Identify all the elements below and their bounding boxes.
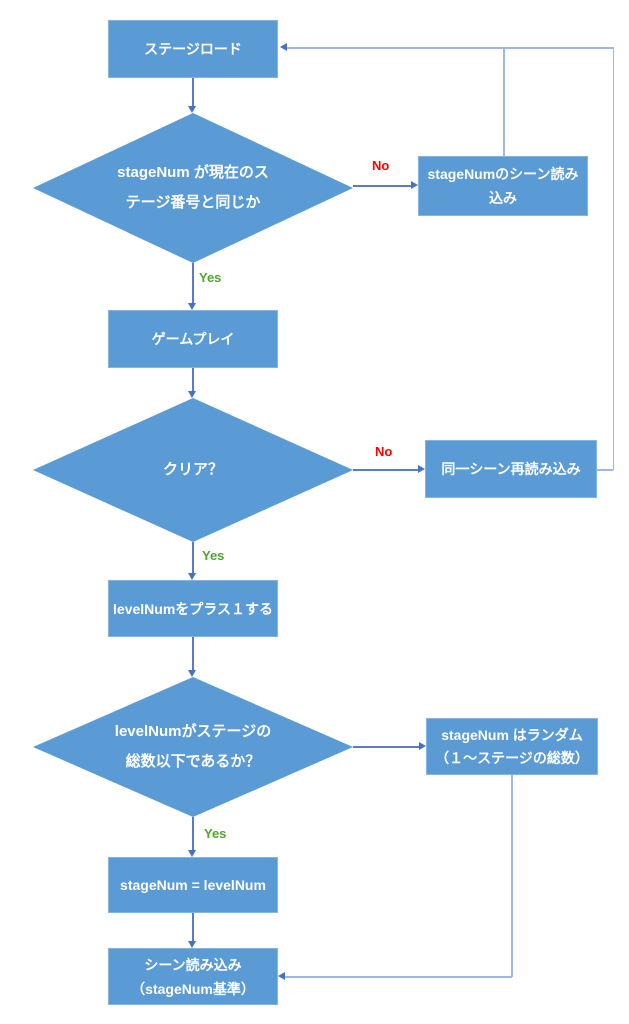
arrowhead-down-icon <box>188 670 196 677</box>
arrowhead-left-icon <box>278 972 285 980</box>
edge-label-no-2: No <box>375 444 393 459</box>
node-load-scene-line2: （stageNum基準） <box>131 980 255 997</box>
connector-clear-to-increment-yes <box>192 542 194 574</box>
loop-reload-stub <box>597 469 613 471</box>
arrowhead-right-icon <box>419 742 426 750</box>
arrowhead-down-icon <box>188 850 196 857</box>
decision-check-levelnum-line2: 総数以下であるか？ <box>125 753 261 770</box>
node-increment-levelnum-label: levelNumをプラス１する <box>113 600 273 617</box>
node-game-play-label: ゲームプレイ <box>151 331 235 347</box>
arrowhead-down-icon <box>188 391 196 398</box>
loop-right-vertical <box>612 47 614 470</box>
node-random-stagenum-line2: （１～ステージの総数） <box>435 749 589 766</box>
node-load-stagenum-scene: stageNumのシーン読み 込み <box>418 156 588 216</box>
loop-random-down <box>511 775 513 977</box>
connector-check-to-loadscene-no <box>353 185 411 187</box>
connector-checklevel-to-assign-yes <box>192 817 194 851</box>
decision-check-stagenum: stageNum が現在のス テージ番号と同じか <box>33 113 353 263</box>
node-reload-same-scene: 同一シーン再読み込み <box>425 440 597 498</box>
node-load-stagenum-scene-line1: stageNumのシーン読み <box>427 166 579 182</box>
arrowhead-down-icon <box>188 941 196 948</box>
edge-label-yes-3: Yes <box>204 826 227 841</box>
loop-random-horizontal <box>285 976 512 978</box>
connector-stageload-to-check <box>192 78 194 107</box>
node-increment-levelnum: levelNumをプラス１する <box>108 580 278 637</box>
decision-check-stagenum-line1: stageNum が現在のス <box>117 164 269 181</box>
loop-stagenumscene-up <box>503 48 505 156</box>
node-stage-load: ステージロード <box>108 20 278 78</box>
node-stage-load-label: ステージロード <box>144 41 242 57</box>
edge-label-no-1: No <box>372 158 390 173</box>
decision-check-levelnum-line1: levelNumがステージの <box>114 723 272 740</box>
decision-check-stagenum-line2: テージ番号と同じか <box>125 194 261 211</box>
node-game-play: ゲームプレイ <box>108 310 278 368</box>
node-random-stagenum-line1: stageNum はランダム <box>441 726 583 743</box>
decision-check-clear-label: クリア？ <box>162 461 223 478</box>
edge-label-yes-1: Yes <box>199 270 222 285</box>
connector-assign-to-loadscene <box>192 913 194 942</box>
arrowhead-down-icon <box>188 106 196 113</box>
edge-label-yes-2: Yes <box>202 548 225 563</box>
node-reload-same-scene-label: 同一シーン再読み込み <box>441 461 581 477</box>
arrowhead-down-icon <box>188 573 196 580</box>
loop-top-horizontal <box>287 47 614 49</box>
decision-check-clear: クリア？ <box>33 398 353 542</box>
connector-increment-to-checklevel <box>192 637 194 671</box>
connector-clear-to-reload-no <box>353 469 419 471</box>
connector-gameplay-to-clear <box>192 368 194 392</box>
connector-check-to-gameplay-yes <box>192 263 194 304</box>
arrowhead-right-icon <box>411 181 418 189</box>
node-load-scene-line1: シーン読み込み <box>144 956 242 973</box>
decision-check-levelnum: levelNumがステージの 総数以下であるか？ <box>33 677 353 817</box>
node-load-scene: シーン読み込み （stageNum基準） <box>108 948 278 1005</box>
arrowhead-down-icon <box>188 303 196 310</box>
connector-checklevel-to-random <box>353 746 420 748</box>
arrowhead-left-icon <box>280 43 287 51</box>
node-random-stagenum: stageNum はランダム （１～ステージの総数） <box>426 718 598 775</box>
node-assign-stagenum-label: stageNum = levelNum <box>120 877 266 893</box>
node-load-stagenum-scene-line2: 込み <box>489 190 517 206</box>
arrowhead-right-icon <box>418 465 425 473</box>
node-assign-stagenum: stageNum = levelNum <box>108 857 278 913</box>
